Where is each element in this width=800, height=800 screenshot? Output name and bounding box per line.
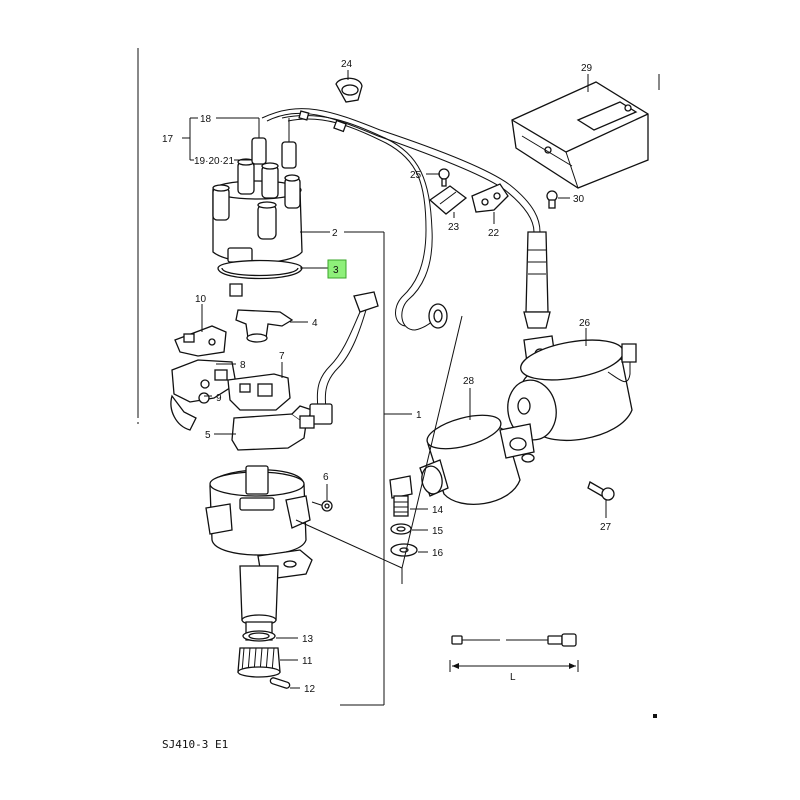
callout-26: 26	[579, 318, 591, 329]
bolt-14	[389, 475, 413, 517]
callout-3: 3	[333, 265, 339, 276]
callout-7: 7	[279, 351, 285, 362]
leader-lines	[182, 70, 607, 706]
breaker-plate-10	[174, 325, 227, 357]
rotor	[235, 309, 294, 343]
callout-27: 27	[600, 522, 612, 533]
callout-24: 24	[341, 59, 353, 70]
callout-11: 11	[302, 656, 313, 667]
screw-27	[587, 481, 615, 501]
callout-4: 4	[312, 318, 318, 329]
callout-1: 1	[416, 410, 422, 421]
dimension-label: L	[510, 672, 516, 683]
callout-29: 29	[581, 63, 593, 74]
distributor-cap	[212, 118, 303, 264]
ignition-coil-26	[499, 335, 637, 463]
callout-18: 18	[200, 114, 212, 125]
clamp-22	[471, 183, 509, 213]
callout-28: 28	[463, 376, 475, 387]
callout-8: 8	[240, 360, 246, 371]
screw-25	[438, 168, 450, 187]
callout-30: 30	[573, 194, 585, 205]
bolt-30	[546, 190, 558, 209]
washer-15	[390, 523, 412, 535]
callout-labels: 1 2 3 4 5 6 7 8 9 10 11 12 13 14 15 16 1…	[162, 59, 612, 695]
ignition-coil-28	[419, 414, 521, 505]
clamp-23	[428, 185, 468, 215]
callout-2: 2	[332, 228, 338, 239]
callout-12: 12	[304, 684, 316, 695]
callout-10: 10	[195, 294, 207, 305]
module-7	[227, 373, 291, 411]
distributor-housing	[205, 465, 313, 689]
screw-6	[311, 500, 333, 512]
cap-gasket	[217, 259, 303, 297]
callout-5: 5	[205, 430, 211, 441]
callout-3-highlight	[327, 259, 347, 279]
clamp-24	[335, 77, 363, 103]
lead-wire-dimension	[449, 633, 579, 672]
callout-17: 17	[162, 134, 174, 145]
callout-6: 6	[323, 472, 329, 483]
callout-13: 13	[302, 634, 314, 645]
callout-14: 14	[432, 505, 444, 516]
callout-25: 25	[410, 170, 422, 181]
callout-22: 22	[488, 228, 500, 239]
high-tension-cords	[261, 108, 551, 331]
callout-15: 15	[432, 526, 444, 537]
signal-wire	[299, 291, 379, 429]
pickup-assembly-8	[170, 359, 237, 431]
washer-16	[390, 543, 418, 557]
callout-19-20-21: 19·20·21	[194, 156, 234, 167]
callout-23: 23	[448, 222, 460, 233]
footer-code: SJ410-3 E1	[162, 738, 228, 751]
bracket-5	[231, 405, 313, 451]
control-unit-29	[511, 81, 649, 189]
callout-16: 16	[432, 548, 444, 559]
callout-9: 9	[216, 393, 222, 404]
